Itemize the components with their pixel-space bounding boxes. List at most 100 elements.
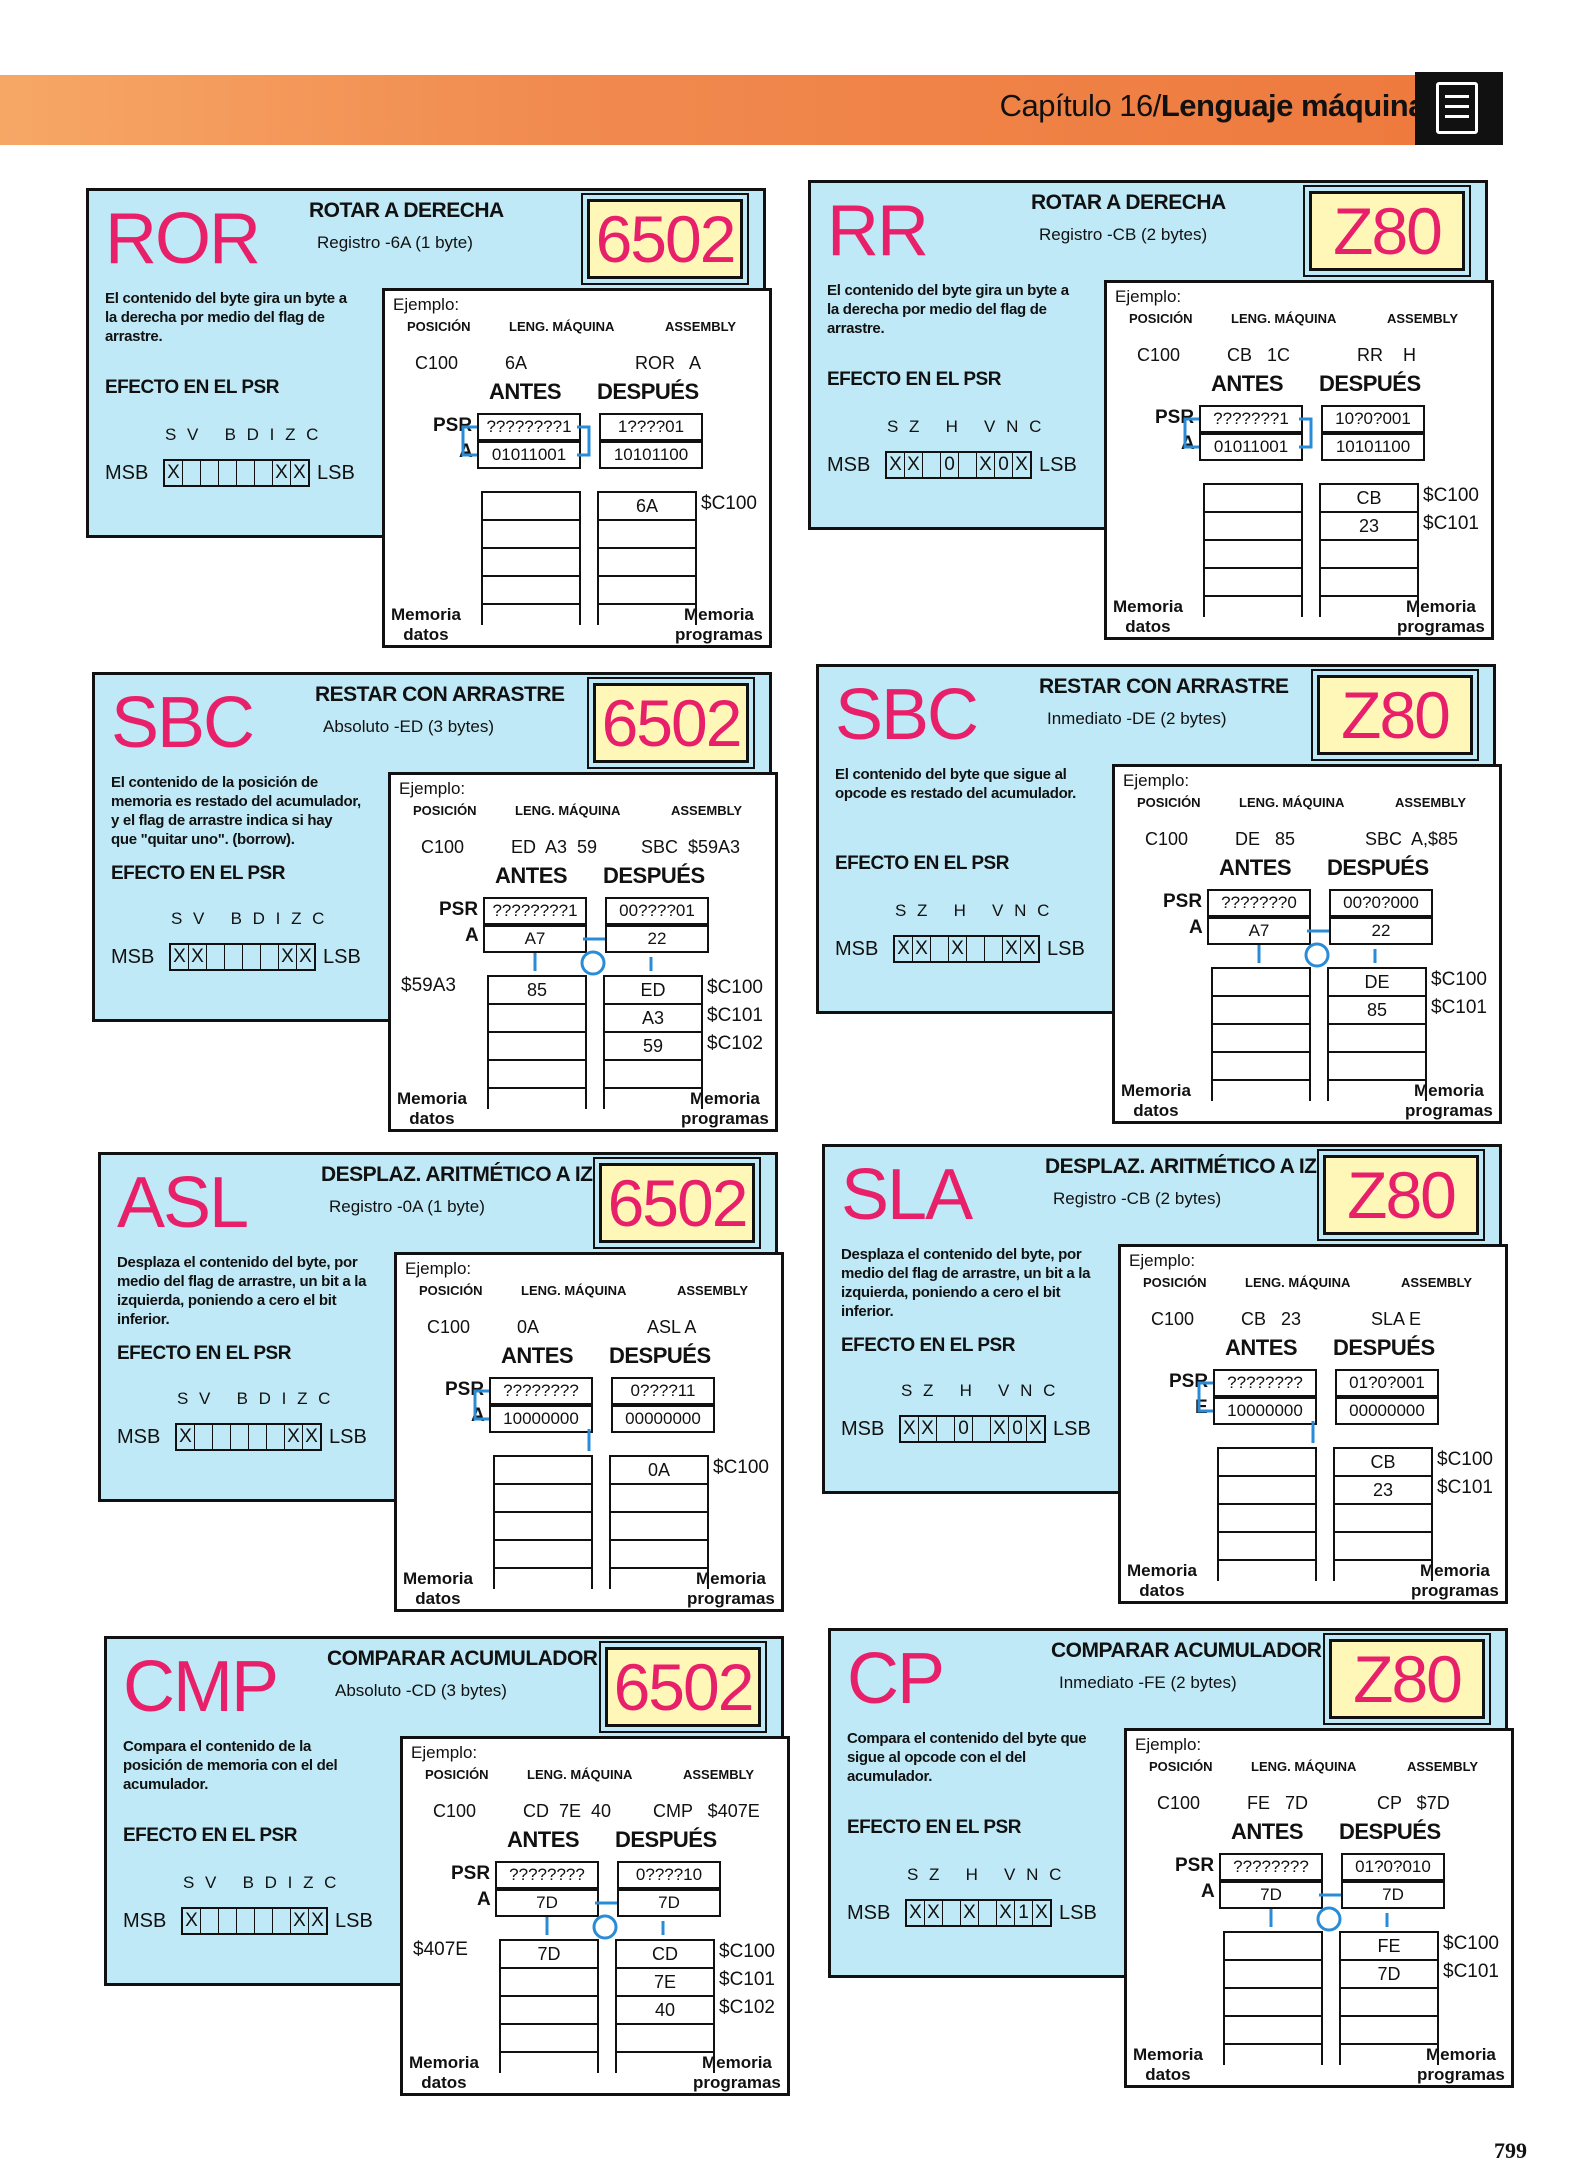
memory-cell [1341, 1989, 1437, 2017]
machine-language-header: LENG. MÁQUINA [1245, 1275, 1351, 1290]
data-memory-line-2: datos [409, 1109, 455, 1128]
memory-cell [501, 2025, 597, 2053]
flag-cell [195, 1425, 213, 1449]
program-address: $C101 [1437, 1477, 1493, 1498]
msb-label: MSB [117, 1426, 161, 1448]
memory-cell [489, 1033, 585, 1061]
program-memory-line-1: Memoria [689, 1089, 760, 1108]
example-assembly: SBC $59A3 [641, 837, 741, 857]
program-address: $C101 [707, 1005, 763, 1026]
data-memory-stack: 7D [499, 1939, 599, 2073]
machine-language-header: LENG. MÁQUINA [1231, 311, 1337, 326]
cpu-badge: 6502 [587, 199, 743, 279]
cpu-badge: 6502 [605, 1647, 761, 1727]
data-memory-stack: 85 [487, 975, 587, 1109]
example-assembly: ASL A [647, 1317, 697, 1337]
msb-label: MSB [123, 1910, 167, 1932]
memory-cell [1219, 1449, 1315, 1477]
memory-cell [1205, 541, 1301, 569]
program-memory-line-2: programas [693, 2073, 781, 2092]
memory-cell [489, 1005, 585, 1033]
memory-cell: 85 [1329, 997, 1425, 1025]
data-memory-line-1: Memoria [1113, 597, 1183, 616]
flag-cell [931, 937, 949, 961]
example-machine-code: 0A [517, 1317, 540, 1337]
flag-cell: X [305, 1426, 318, 1447]
memory-cell [1329, 1053, 1425, 1081]
flag-cell: X [177, 1425, 195, 1449]
position-header: POSICIÓN [1137, 795, 1201, 810]
memory-cell: DE [1329, 969, 1425, 997]
before-heading: ANTES [489, 379, 562, 404]
program-address: $C102 [707, 1033, 763, 1054]
program-memory-line-2: programas [687, 1589, 775, 1608]
flag-cell: X [905, 453, 923, 477]
program-address: $C100 [1443, 1933, 1499, 1954]
compare-operator [1316, 1906, 1342, 1932]
example-machine-code: DE 85 [1235, 829, 1296, 849]
example-assembly: CMP $407E [653, 1801, 760, 1821]
before-heading: ANTES [1211, 371, 1284, 396]
operand-arrow [545, 1917, 665, 1935]
operation-title: ROTAR A DERECHA [309, 199, 504, 222]
flag-cell [255, 1909, 273, 1933]
memory-cell [1225, 1961, 1321, 1989]
psr-after: 01?0?010 [1341, 1853, 1445, 1881]
data-memory-line-2: datos [403, 625, 449, 644]
flag-cell: 0 [955, 1417, 973, 1441]
flag-cell: X [273, 461, 291, 485]
cpu-badge: Z80 [1323, 1155, 1479, 1235]
flag-names: S V B D I Z C [165, 425, 322, 444]
flag-names: S Z H V N C [887, 417, 1045, 436]
program-memory-line-2: programas [681, 1109, 769, 1128]
example-label: Ejemplo: [411, 1743, 478, 1762]
flag-cell [231, 1425, 249, 1449]
program-address: $C101 [1431, 997, 1487, 1018]
assembly-header: ASSEMBLY [1387, 311, 1459, 326]
description: El contenido del byte gira un byte a la … [827, 282, 1069, 337]
register-after: 00000000 [1335, 1397, 1439, 1425]
flag-names: S Z H V N C [907, 1865, 1065, 1884]
data-memory-stack [1217, 1447, 1317, 1581]
flag-cell [237, 1909, 255, 1933]
flag-cell [201, 461, 219, 485]
machine-language-header: LENG. MÁQUINA [1251, 1759, 1357, 1774]
flag-cell: X [1023, 938, 1036, 959]
memory-cell [599, 549, 695, 577]
flag-cell: X [1015, 454, 1028, 475]
flag-cell [273, 1909, 291, 1933]
example-position: C100 [1151, 1309, 1195, 1329]
machine-language-header: LENG. MÁQUINA [515, 803, 621, 818]
data-memory-line-2: datos [415, 1589, 461, 1608]
msb-label: MSB [827, 454, 871, 476]
psr-after: 10?0?001 [1321, 405, 1425, 433]
lsb-label: LSB [1053, 1418, 1091, 1440]
memory-cell [1321, 569, 1417, 597]
memory-cell: 7D [501, 1941, 597, 1969]
description: El contenido del byte que sigue al opcod… [835, 766, 1077, 802]
before-heading: ANTES [495, 863, 568, 888]
psr-before: ???????? [1213, 1369, 1317, 1397]
memory-cell [1213, 969, 1309, 997]
memory-cell [1225, 1989, 1321, 2017]
register-after: 22 [605, 925, 709, 953]
machine-language-header: LENG. MÁQUINA [1239, 795, 1345, 810]
flag-cell [959, 453, 977, 477]
flag-cell: X [293, 462, 306, 483]
example-machine-code: CD 7E 40 [523, 1801, 612, 1821]
flag-cell: X [901, 1417, 919, 1441]
flag-cell: X [913, 937, 931, 961]
flag-cell [249, 1425, 267, 1449]
rotate-arrow-left [461, 425, 477, 457]
addressing-mode: Inmediato -FE (2 bytes) [1059, 1673, 1237, 1692]
subtract-operator [1304, 942, 1330, 968]
